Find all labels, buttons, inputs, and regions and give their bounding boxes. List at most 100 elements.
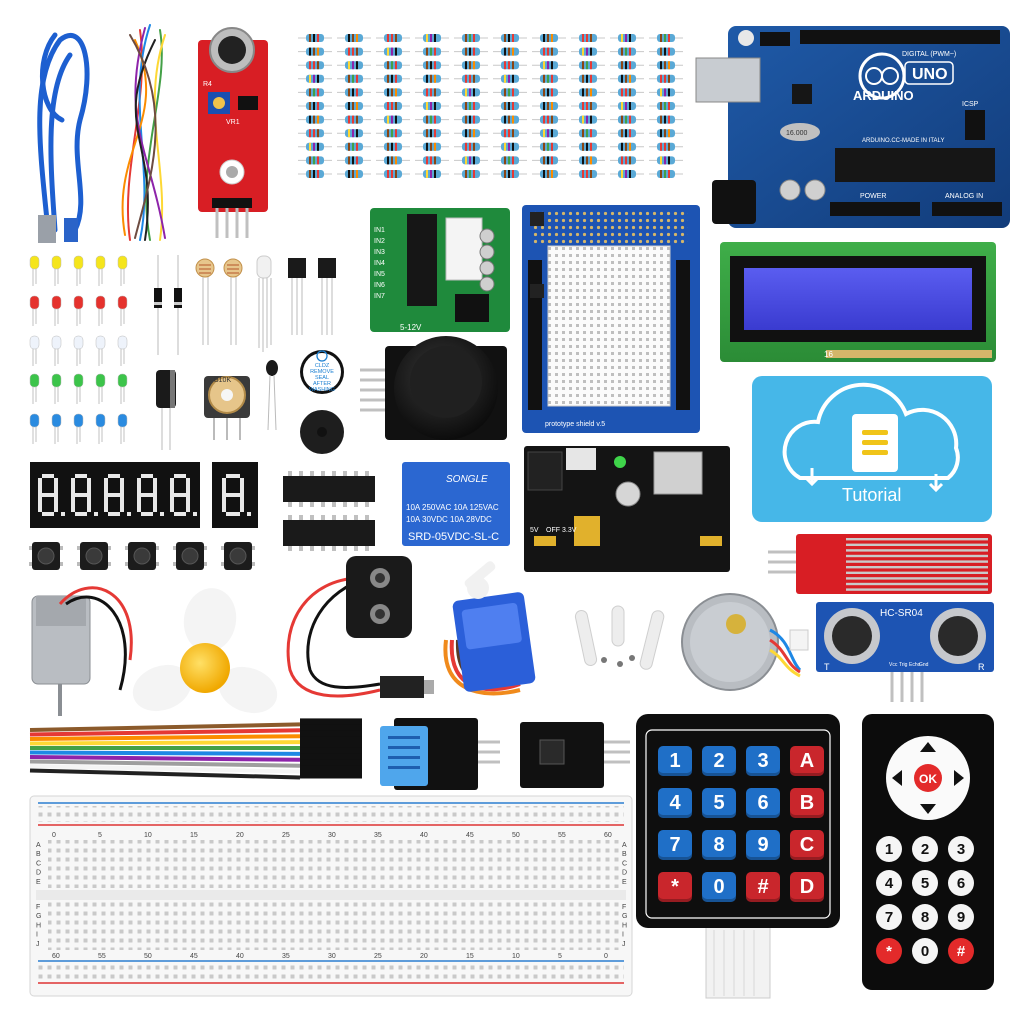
servo-motor bbox=[443, 561, 536, 696]
power-module-3v3: 3.3V bbox=[562, 527, 577, 534]
keypad-key[interactable]: * bbox=[658, 872, 692, 902]
led-array bbox=[29, 255, 128, 444]
keypad-key[interactable]: 4 bbox=[658, 788, 692, 818]
arduino-analog-label: ANALOG IN bbox=[945, 193, 983, 200]
keypad-key[interactable]: 1 bbox=[658, 746, 692, 776]
ultrasonic-pin: Trig bbox=[899, 662, 908, 668]
keypad-key[interactable]: 0 bbox=[702, 872, 736, 902]
breadboard-row-label: J bbox=[622, 941, 626, 948]
remote-ok: OK bbox=[919, 772, 937, 786]
stepper-driver-pin-1: IN1 bbox=[374, 227, 385, 234]
relay-model: SRD-05VDC-SL-C bbox=[408, 531, 499, 543]
keypad-key[interactable]: 8 bbox=[702, 830, 736, 860]
led bbox=[95, 335, 106, 350]
breadboard-power-module bbox=[524, 446, 730, 572]
diodes bbox=[154, 255, 182, 355]
arduino-icsp: ICSP bbox=[962, 101, 979, 108]
ultrasonic-pin: Vcc bbox=[889, 662, 898, 668]
servo-horns bbox=[574, 605, 665, 670]
remote-key[interactable]: # bbox=[948, 938, 974, 964]
arduino-power-label: POWER bbox=[860, 193, 886, 200]
led bbox=[29, 373, 40, 388]
keypad-key[interactable]: 7 bbox=[658, 830, 692, 860]
breadboard-col-number: 20 bbox=[236, 832, 244, 839]
keypad-key[interactable]: 2 bbox=[702, 746, 736, 776]
joystick-module bbox=[360, 336, 507, 440]
buzzer-sticker-word: REMOVE bbox=[310, 369, 334, 375]
remote-key[interactable]: 0 bbox=[912, 938, 938, 964]
led bbox=[95, 255, 106, 270]
led bbox=[29, 413, 40, 428]
led bbox=[73, 335, 84, 350]
ultrasonic-sensor bbox=[816, 602, 994, 702]
sound-sensor-r4: R4 bbox=[203, 81, 212, 88]
breadboard-col-number: 45 bbox=[466, 832, 474, 839]
breadboard-col-number: 60 bbox=[604, 832, 612, 839]
arduino-brand: ARDUINO bbox=[853, 88, 914, 103]
solderless-breadboard bbox=[29, 795, 633, 997]
keypad-key[interactable]: D bbox=[790, 872, 824, 902]
remote-key[interactable]: 8 bbox=[912, 904, 938, 930]
breadboard-row-label: G bbox=[622, 913, 627, 920]
led bbox=[95, 295, 106, 310]
breadboard-row-label: F bbox=[36, 904, 40, 911]
breadboard-row-label: H bbox=[622, 922, 627, 929]
buzzer-sticker-word: WASHING bbox=[309, 387, 335, 393]
keypad-key[interactable]: C bbox=[790, 830, 824, 860]
seven-segment-digits bbox=[38, 474, 197, 516]
water-level-sensor bbox=[768, 534, 992, 594]
remote-key[interactable]: 4 bbox=[876, 870, 902, 896]
breadboard-row-label: I bbox=[622, 932, 624, 939]
stepper-driver-pin-5: IN5 bbox=[374, 271, 385, 278]
photoresistors bbox=[195, 258, 243, 345]
rgb-led bbox=[256, 255, 272, 352]
sound-sensor-module bbox=[198, 27, 268, 238]
arduino-model: UNO bbox=[912, 66, 948, 83]
ribbon-jumper-cable bbox=[29, 718, 362, 780]
ultrasonic-pin: Gnd bbox=[919, 662, 929, 668]
potentiometer-label: B10K bbox=[214, 377, 231, 384]
keypad-key[interactable]: # bbox=[746, 872, 780, 902]
remote-key[interactable]: 9 bbox=[948, 904, 974, 930]
remote-key[interactable]: 6 bbox=[948, 870, 974, 896]
breadboard-col-number: 55 bbox=[98, 953, 106, 960]
breadboard-col-number: 10 bbox=[144, 832, 152, 839]
breadboard-col-number: 30 bbox=[328, 832, 336, 839]
keypad-key[interactable]: A bbox=[790, 746, 824, 776]
stepper-driver-pin-7: IN7 bbox=[374, 293, 385, 300]
active-buzzer bbox=[300, 350, 344, 394]
potentiometer bbox=[204, 376, 250, 440]
led bbox=[95, 413, 106, 428]
keypad-key[interactable]: 5 bbox=[702, 788, 736, 818]
seven-segment-single-digit bbox=[222, 474, 251, 516]
buzzer-sticker-word: AFTER bbox=[313, 381, 331, 387]
ultrasonic-r: R bbox=[978, 662, 985, 672]
arduino-made-in: ARDUINO.CC-MADE IN ITALY bbox=[862, 138, 944, 144]
breadboard-col-number: 50 bbox=[144, 953, 152, 960]
led bbox=[29, 255, 40, 270]
sound-sensor-vr1: VR1 bbox=[226, 119, 240, 126]
remote-key[interactable]: 3 bbox=[948, 836, 974, 862]
led bbox=[29, 335, 40, 350]
prototype-shield-label: prototype shield v.5 bbox=[545, 421, 605, 428]
led bbox=[51, 335, 62, 350]
breadboard-col-number: 55 bbox=[558, 832, 566, 839]
keypad-key[interactable]: 3 bbox=[746, 746, 780, 776]
remote-key[interactable]: 2 bbox=[912, 836, 938, 862]
remote-key[interactable]: 7 bbox=[876, 904, 902, 930]
relay bbox=[402, 462, 510, 546]
remote-key[interactable]: 5 bbox=[912, 870, 938, 896]
stepper-driver-pin-3: IN3 bbox=[374, 249, 385, 256]
keypad-key[interactable]: 9 bbox=[746, 830, 780, 860]
led bbox=[73, 373, 84, 388]
dht11-module bbox=[380, 718, 500, 790]
remote-key[interactable]: 1 bbox=[876, 836, 902, 862]
keypad-key[interactable]: B bbox=[790, 788, 824, 818]
led bbox=[117, 335, 128, 350]
led bbox=[51, 255, 62, 270]
keypad-key[interactable]: 6 bbox=[746, 788, 780, 818]
breadboard-row-label: E bbox=[36, 879, 41, 886]
remote-key[interactable]: * bbox=[876, 938, 902, 964]
